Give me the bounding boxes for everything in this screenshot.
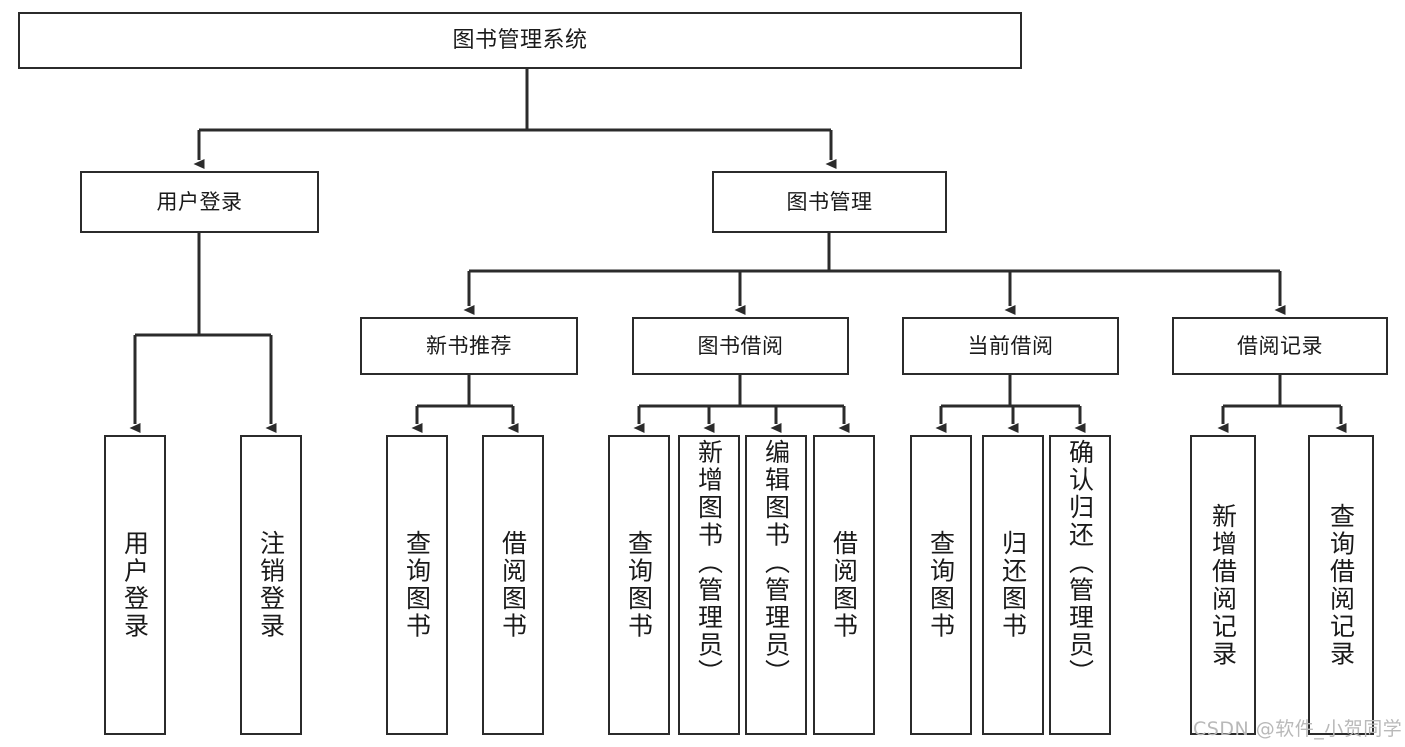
leaf-add-record-label: 新增借阅记录 — [1208, 502, 1238, 668]
leaf-add-book-label: 新增图书（管理员） — [694, 439, 724, 687]
leaf-add-record[interactable]: 新增借阅记录 — [1190, 435, 1256, 735]
node-current-borrow[interactable]: 当前借阅 — [902, 317, 1119, 375]
node-book-manage[interactable]: 图书管理 — [712, 171, 947, 233]
leaf-user-login[interactable]: 用户登录 — [104, 435, 166, 735]
leaf-confirm-return[interactable]: 确认归还（管理员） — [1049, 435, 1111, 735]
node-book-manage-label: 图书管理 — [786, 189, 873, 214]
leaf-logout-label: 注销登录 — [256, 530, 286, 640]
leaf-edit-book[interactable]: 编辑图书（管理员） — [745, 435, 807, 735]
node-user-login-label: 用户登录 — [156, 189, 243, 214]
node-user-login[interactable]: 用户登录 — [80, 171, 319, 233]
leaf-query-book-2[interactable]: 查询图书 — [608, 435, 670, 735]
leaf-query-record[interactable]: 查询借阅记录 — [1308, 435, 1374, 735]
leaf-query-book-3[interactable]: 查询图书 — [910, 435, 972, 735]
leaf-borrow-book-2-label: 借阅图书 — [829, 530, 859, 640]
node-new-book-recommend-label: 新书推荐 — [426, 333, 512, 358]
node-root-label: 图书管理系统 — [452, 27, 588, 53]
node-book-borrow-label: 图书借阅 — [697, 333, 784, 358]
leaf-add-book[interactable]: 新增图书（管理员） — [678, 435, 740, 735]
node-current-borrow-label: 当前借阅 — [967, 333, 1054, 358]
leaf-query-book-2-label: 查询图书 — [624, 530, 654, 640]
leaf-query-book-3-label: 查询图书 — [926, 530, 956, 640]
leaf-user-login-label: 用户登录 — [120, 530, 150, 640]
node-root[interactable]: 图书管理系统 — [18, 12, 1022, 69]
leaf-borrow-book-1-label: 借阅图书 — [498, 530, 528, 640]
node-borrow-record[interactable]: 借阅记录 — [1172, 317, 1388, 375]
node-borrow-record-label: 借阅记录 — [1237, 333, 1323, 358]
leaf-query-book-1[interactable]: 查询图书 — [386, 435, 448, 735]
csdn-watermark: CSDN @软件_小贺同学 — [1193, 718, 1403, 740]
leaf-borrow-book-1[interactable]: 借阅图书 — [482, 435, 544, 735]
leaf-return-book[interactable]: 归还图书 — [982, 435, 1044, 735]
leaf-logout[interactable]: 注销登录 — [240, 435, 302, 735]
node-book-borrow[interactable]: 图书借阅 — [632, 317, 849, 375]
leaf-query-record-label: 查询借阅记录 — [1326, 502, 1356, 668]
leaf-confirm-return-label: 确认归还（管理员） — [1065, 439, 1095, 687]
node-new-book-recommend[interactable]: 新书推荐 — [360, 317, 578, 375]
leaf-edit-book-label: 编辑图书（管理员） — [761, 439, 791, 687]
leaf-borrow-book-2[interactable]: 借阅图书 — [813, 435, 875, 735]
leaf-return-book-label: 归还图书 — [998, 530, 1028, 640]
leaf-query-book-1-label: 查询图书 — [402, 530, 432, 640]
